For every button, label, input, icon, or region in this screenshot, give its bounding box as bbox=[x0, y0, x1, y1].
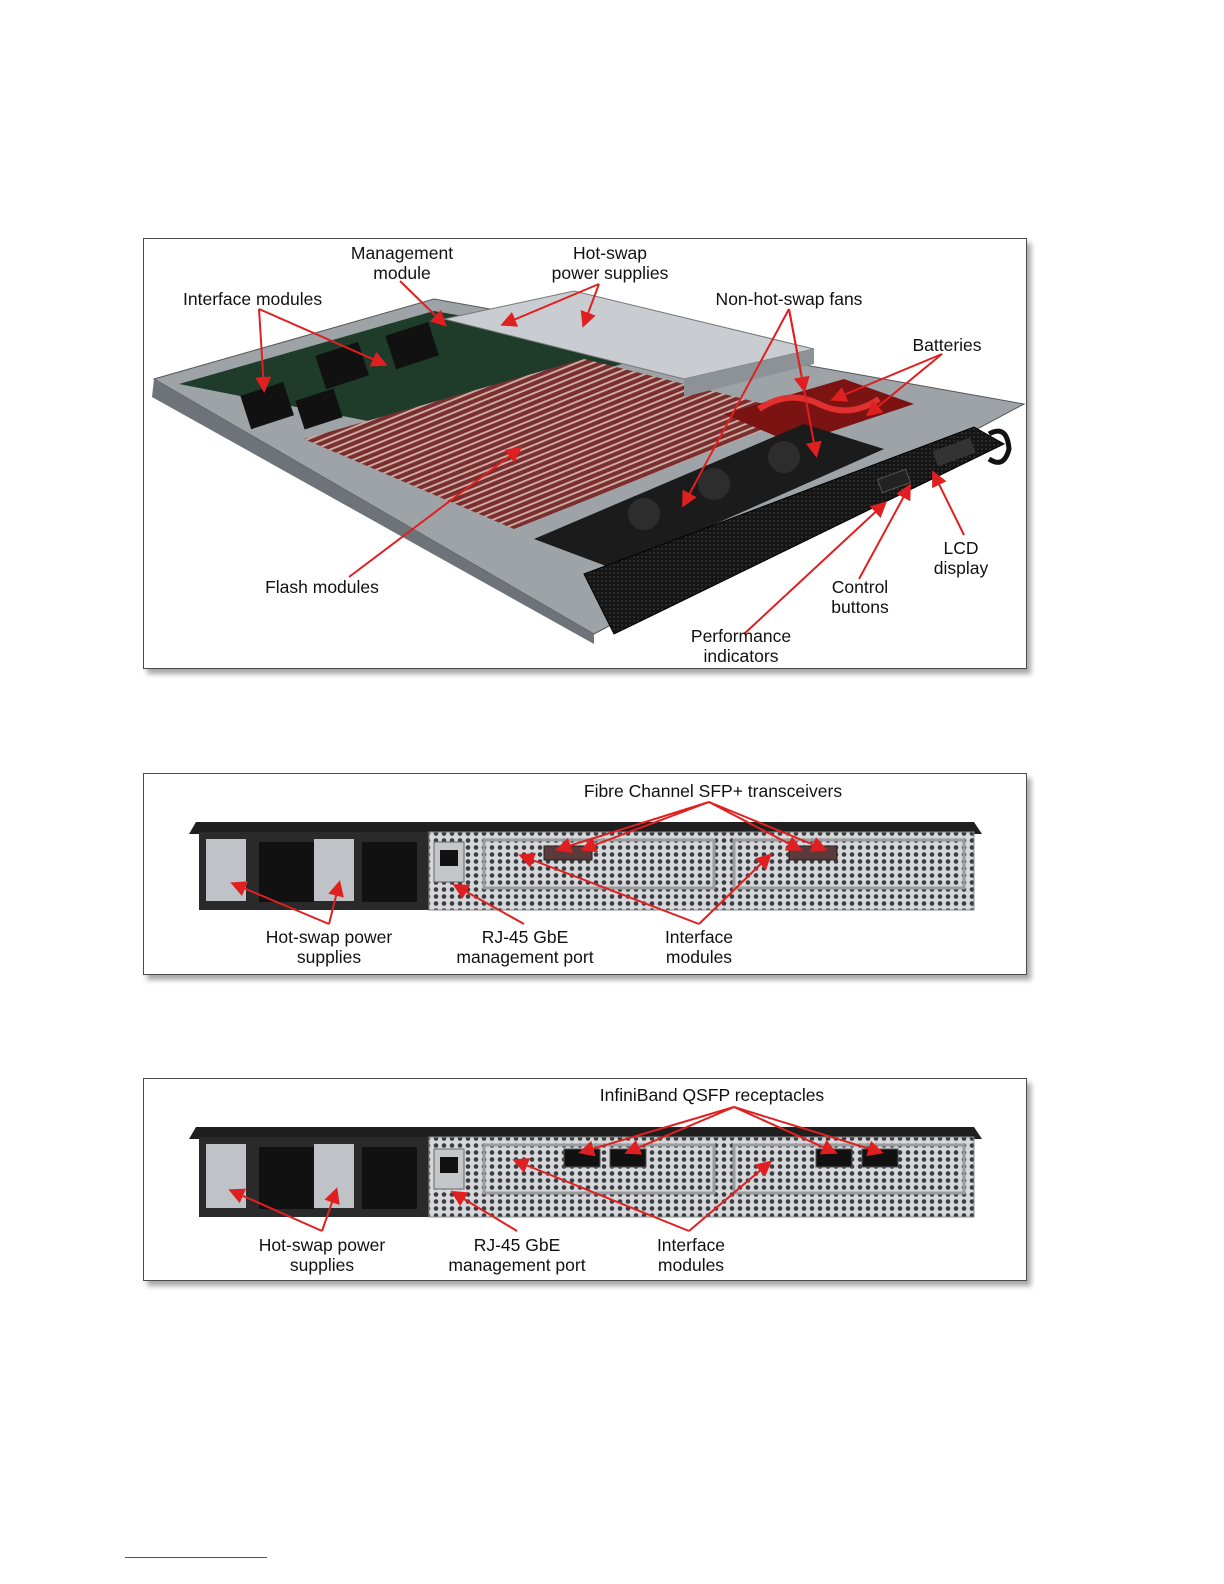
label-lcd-display: LCD display bbox=[933, 538, 989, 578]
label-control-buttons: Control buttons bbox=[831, 577, 889, 617]
label-management-module: Management module bbox=[350, 243, 454, 283]
label-fc-mgmt-port: RJ-45 GbE management port bbox=[456, 927, 594, 967]
footnote-separator bbox=[125, 1557, 267, 1558]
label-non-hot-swap-fans: Non-hot-swap fans bbox=[715, 289, 863, 309]
callout-lines bbox=[228, 1106, 884, 1232]
label-fc-interface-modules: Interface modules bbox=[664, 927, 734, 967]
callout-lines bbox=[230, 801, 828, 925]
callout-lines bbox=[255, 280, 965, 635]
label-fc-sfp-transceivers: Fibre Channel SFP+ transceivers bbox=[583, 781, 843, 801]
label-ib-mgmt-port: RJ-45 GbE management port bbox=[448, 1235, 586, 1275]
label-ib-power-supplies: Hot-swap power supplies bbox=[258, 1235, 386, 1275]
label-ib-interface-modules: Interface modules bbox=[656, 1235, 726, 1275]
label-performance-indicators: Performance indicators bbox=[690, 626, 792, 666]
chassis-rear-fc-illustration bbox=[189, 801, 982, 925]
chassis-rear-ib-illustration bbox=[189, 1106, 982, 1232]
label-fc-power-supplies: Hot-swap power supplies bbox=[265, 927, 393, 967]
label-hot-swap-power-supplies: Hot-swap power supplies bbox=[551, 243, 669, 283]
figure-front-view: Management module Hot-swap power supplie… bbox=[143, 238, 1027, 669]
figure-rear-view-fibre-channel: Fibre Channel SFP+ transceivers Hot-swap… bbox=[143, 773, 1027, 975]
label-interface-modules: Interface modules bbox=[183, 289, 323, 309]
label-batteries: Batteries bbox=[912, 335, 982, 355]
chassis-top-view-illustration bbox=[152, 280, 1026, 644]
label-flash-modules: Flash modules bbox=[265, 577, 379, 597]
figure-rear-view-infiniband: InfiniBand QSFP receptacles Hot-swap pow… bbox=[143, 1078, 1027, 1281]
label-infiniband-qsfp-receptacles: InfiniBand QSFP receptacles bbox=[599, 1085, 825, 1105]
